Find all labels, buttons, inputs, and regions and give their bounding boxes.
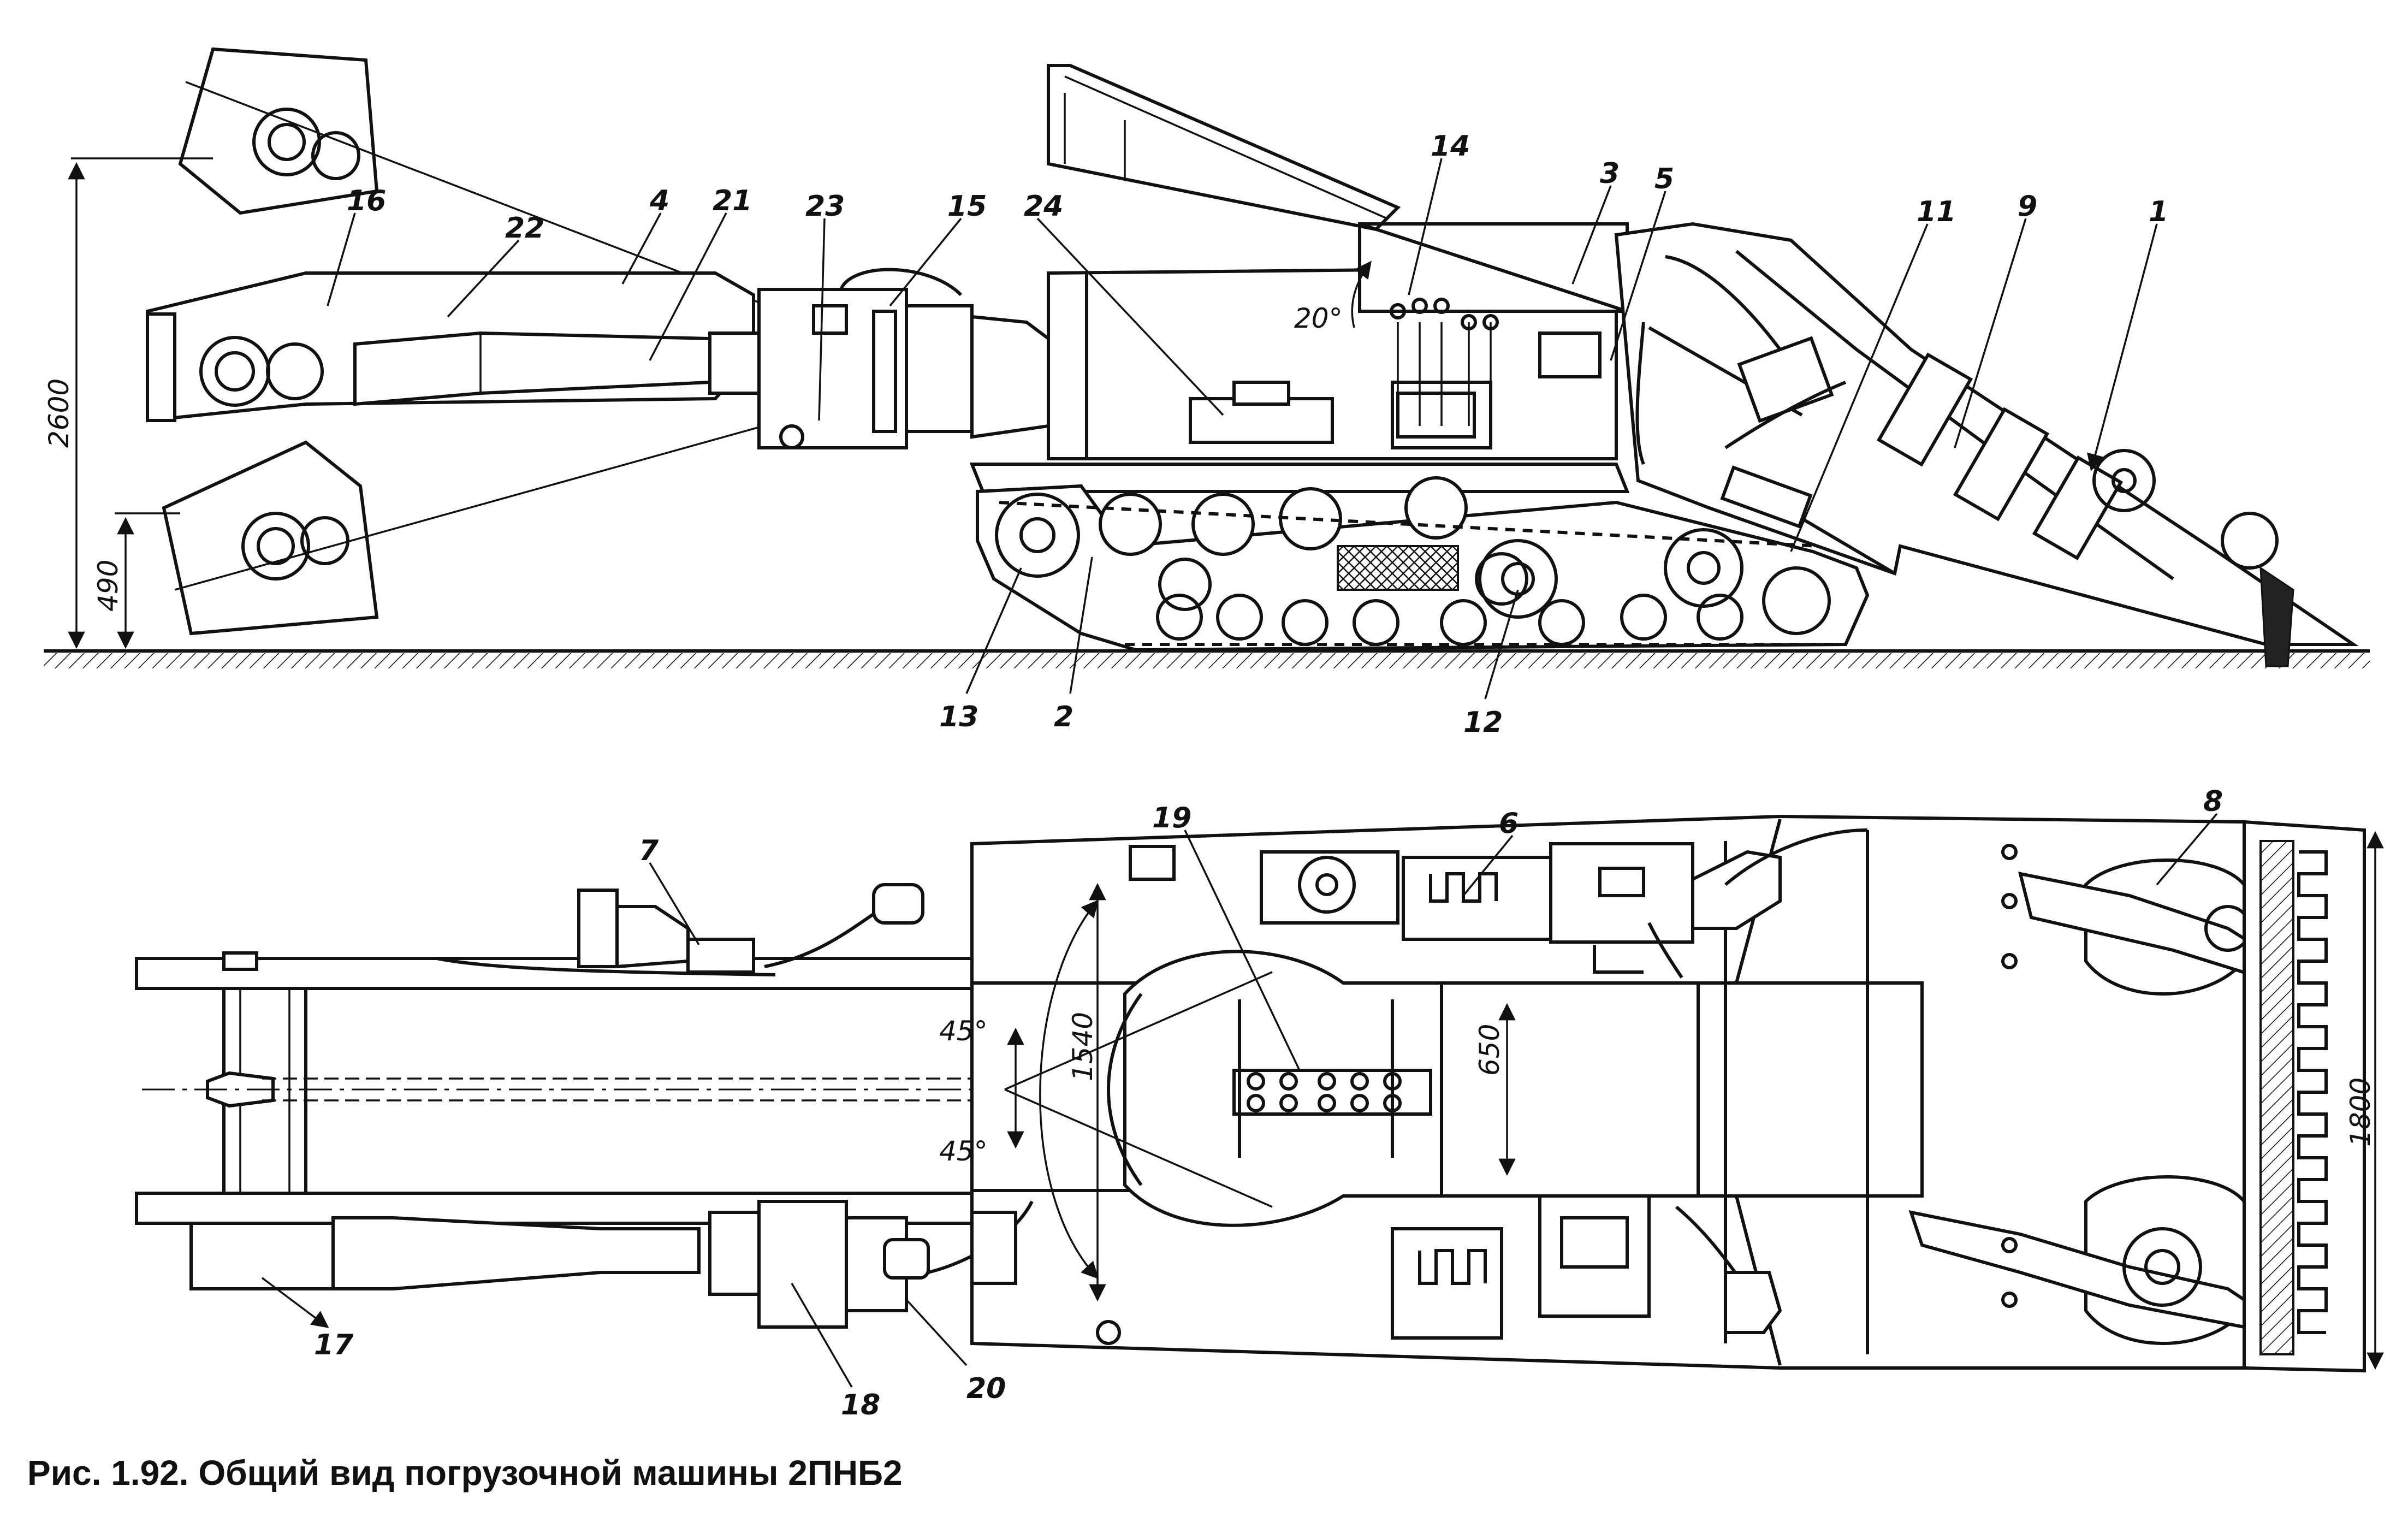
callout-19: 19	[1152, 802, 1191, 834]
angle-45-lower: 45°	[939, 1135, 988, 1167]
plan-upper-components	[577, 828, 1868, 979]
callout-12: 12	[1463, 706, 1503, 739]
callout-1: 1	[2149, 196, 2168, 228]
dimension-1800: 1800	[2345, 1077, 2376, 1147]
dimension-2600: 2600	[43, 378, 75, 448]
callout-23: 23	[805, 190, 845, 223]
boom-main	[146, 271, 761, 423]
callout-7: 7	[639, 834, 659, 867]
callout-24: 24	[1024, 190, 1063, 223]
turntable-drive	[757, 268, 1050, 449]
callout-5: 5	[1654, 163, 1674, 196]
callout-16: 16	[347, 185, 386, 217]
callout-2: 2	[1054, 701, 1073, 733]
callout-6: 6	[1499, 807, 1519, 840]
side-view: 2600 490 20° 16 22 4 21 23 15 24 14	[43, 47, 2370, 739]
callout-15: 15	[947, 190, 987, 223]
callout-13: 13	[939, 701, 978, 733]
dimension-650: 650	[1474, 1024, 1505, 1076]
crawler-tracks	[969, 463, 1870, 652]
angle-45-upper: 45°	[939, 1015, 988, 1047]
plan-lower-components	[708, 1194, 1782, 1345]
callout-17: 17	[314, 1329, 354, 1361]
side-callouts: 16 22 4 21 23 15 24 14 3 5 11 9 1	[327, 130, 2168, 739]
dimension-1540: 1540	[1067, 1012, 1099, 1081]
callout-18: 18	[841, 1389, 880, 1422]
callout-4: 4	[649, 185, 669, 217]
side-dimensions: 2600 490 20°	[43, 157, 1372, 649]
callout-11: 11	[1917, 196, 1956, 228]
body-frame	[1047, 222, 1694, 460]
plan-swing-arc: 45° 45° 1540 650	[939, 883, 1516, 1302]
callout-9: 9	[2018, 190, 2037, 223]
callout-8: 8	[2203, 785, 2223, 818]
ground-line	[44, 649, 2370, 668]
callout-22: 22	[505, 212, 544, 245]
figure-caption: Рис. 1.92. Общий вид погрузочной машины …	[27, 1453, 903, 1493]
dimension-490: 490	[92, 560, 124, 612]
callout-3: 3	[1600, 157, 1620, 190]
plan-apron-teeth: 1800	[2243, 820, 2384, 1373]
conveyor-raised	[1047, 64, 1401, 232]
plan-callouts: 7 19 6 8 17 18 20	[261, 785, 2223, 1422]
callout-14: 14	[1431, 130, 1470, 163]
gathering-head	[1614, 222, 2359, 667]
plan-view: 45° 45° 1540 650	[135, 785, 2384, 1422]
callout-21: 21	[713, 185, 752, 217]
angle-20: 20°	[1294, 303, 1343, 334]
callout-20: 20	[966, 1372, 1006, 1405]
plan-swivel	[1232, 999, 1432, 1158]
